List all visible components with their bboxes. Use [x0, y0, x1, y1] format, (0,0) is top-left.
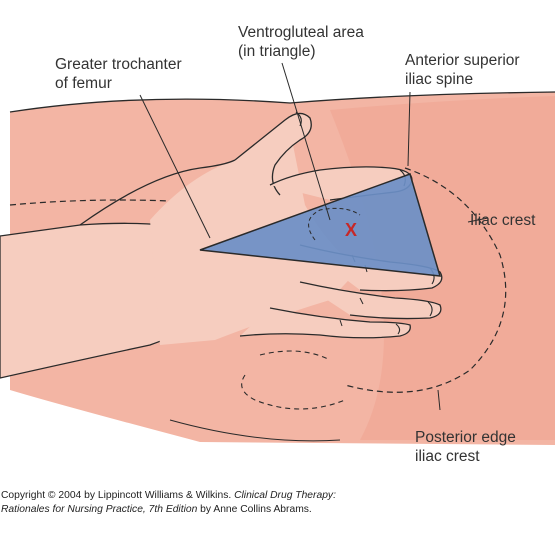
credit-line1-italic: Clinical Drug Therapy: — [234, 490, 336, 501]
credit-line2: Rationales for Nursing Practice, 7th Edi… — [1, 503, 336, 517]
label-posterior-edge-iliac-crest: Posterior edge iliac crest — [415, 428, 516, 466]
label-asis-line2: iliac spine — [405, 70, 520, 89]
label-posterior-line2: iliac crest — [415, 447, 516, 466]
credit-line2-plain: by Anne Collins Abrams. — [197, 504, 311, 515]
label-trochanter-line2: of femur — [55, 74, 182, 93]
copyright-credit: Copyright © 2004 by Lippincott Williams … — [1, 489, 336, 517]
credit-line1: Copyright © 2004 by Lippincott Williams … — [1, 489, 336, 503]
credit-line2-italic: Rationales for Nursing Practice, 7th Edi… — [1, 504, 197, 515]
label-asis-line1: Anterior superior — [405, 51, 520, 70]
label-ventrogluteal-line2: (in triangle) — [238, 42, 364, 61]
label-trochanter-line1: Greater trochanter — [55, 55, 182, 74]
label-ventrogluteal-area: Ventrogluteal area (in triangle) — [238, 23, 364, 61]
label-greater-trochanter: Greater trochanter of femur — [55, 55, 182, 93]
label-ventrogluteal-line1: Ventrogluteal area — [238, 23, 364, 42]
injection-site-x-marker: X — [345, 220, 357, 240]
label-iliac-crest: Iliac crest — [470, 211, 535, 230]
label-posterior-line1: Posterior edge — [415, 428, 516, 447]
credit-line1-plain: Copyright © 2004 by Lippincott Williams … — [1, 490, 234, 501]
label-iliac-crest-text: Iliac crest — [470, 211, 535, 230]
label-anterior-superior-iliac-spine: Anterior superior iliac spine — [405, 51, 520, 89]
